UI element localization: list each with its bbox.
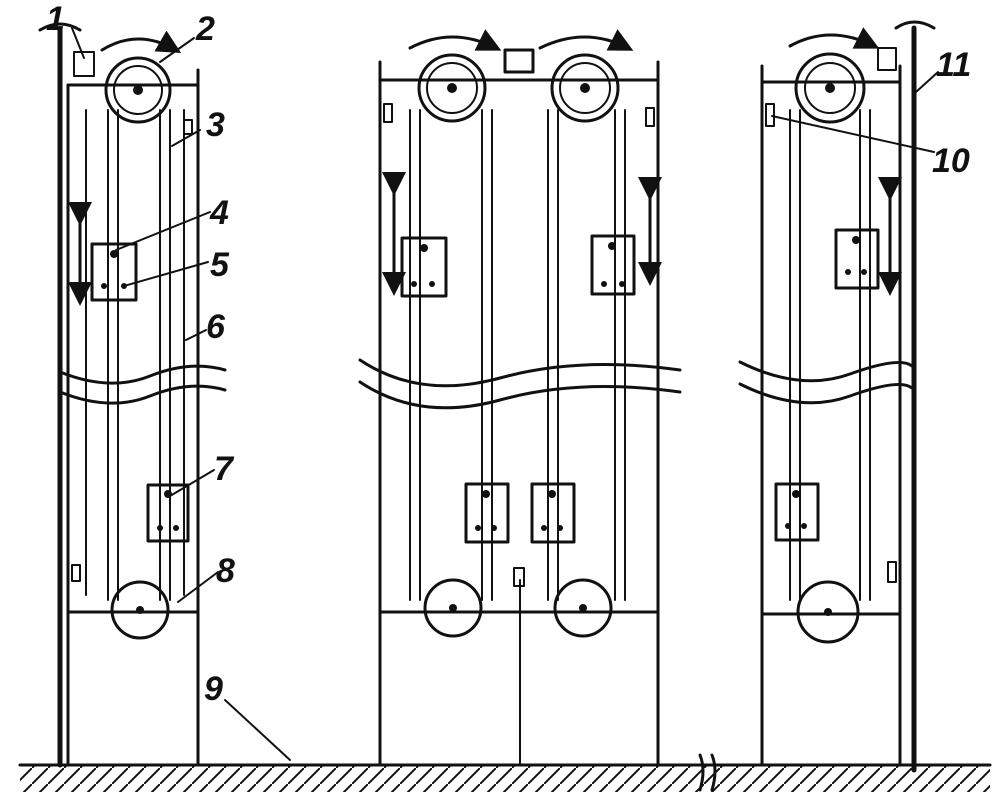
motor-box-1 <box>73 51 95 77</box>
upper-car <box>90 242 138 302</box>
motor-box-center <box>503 48 535 74</box>
label-2: 2 <box>195 10 215 48</box>
label-3: 3 <box>206 106 225 144</box>
lower-car <box>146 483 190 543</box>
ground <box>18 753 992 792</box>
label-6: 6 <box>206 308 226 346</box>
label-4: 4 <box>209 194 229 232</box>
center-shaft <box>358 29 682 767</box>
left-shaft <box>38 22 227 768</box>
label-5: 5 <box>210 246 230 284</box>
label-10: 10 <box>932 142 970 180</box>
label-7: 7 <box>214 450 235 488</box>
label-9: 9 <box>204 670 223 708</box>
label-8: 8 <box>216 552 235 590</box>
label-1: 1 <box>46 0 65 38</box>
label-11: 11 <box>936 46 971 84</box>
bottom-pulley <box>110 580 170 640</box>
top-pulley <box>104 56 172 124</box>
leader-lines <box>71 27 939 761</box>
number-labels: 1 2 3 4 5 6 7 8 9 10 11 <box>46 0 971 708</box>
right-shaft <box>738 20 936 773</box>
